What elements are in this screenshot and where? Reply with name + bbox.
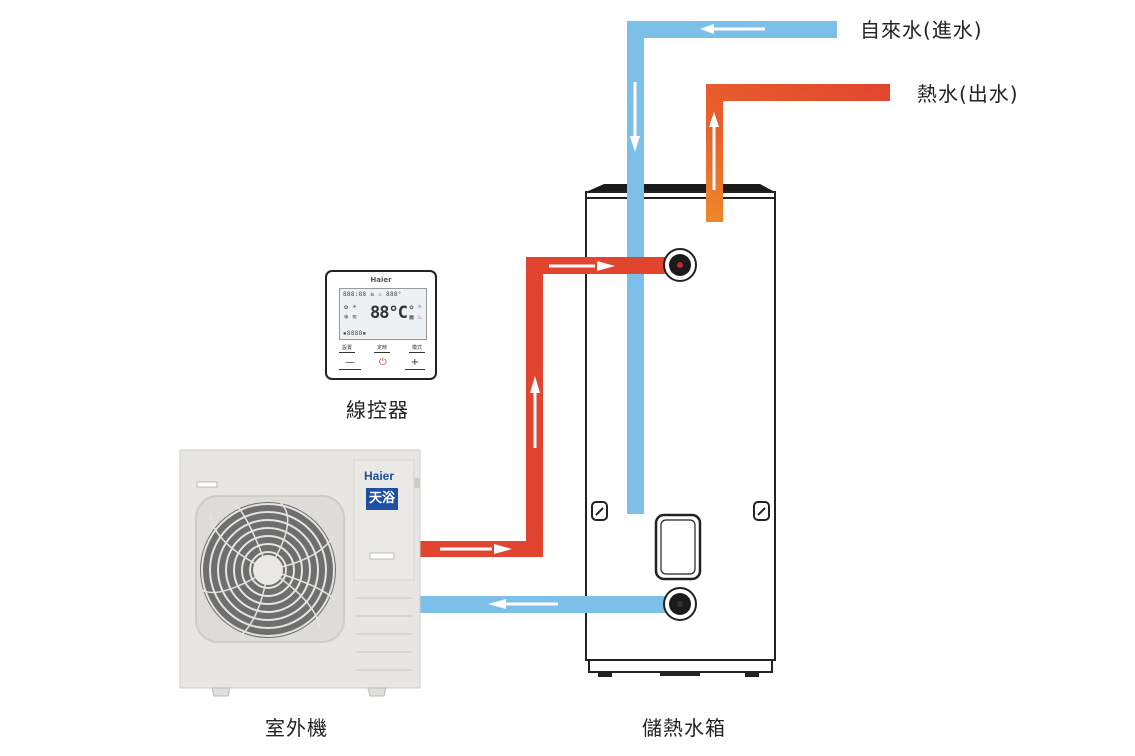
heat-pump-return-pipe [420, 596, 678, 613]
tank-inspection-panel-inner [660, 519, 696, 575]
lcd-mode-icon: ❄ ≋ [344, 313, 357, 321]
arrow-left-icon [488, 599, 506, 609]
tank-foot [598, 672, 612, 677]
fan-grille [201, 503, 335, 637]
arrow-right-icon [597, 261, 615, 271]
tank-handle-left-mark [595, 507, 604, 516]
label-tap-water-in: 自來水(進水) [860, 18, 983, 42]
outdoor-unit-branding: Haier 天浴 [357, 464, 407, 524]
louvers [356, 597, 412, 671]
timer-label: 定時 [373, 344, 390, 353]
tank-port-hot [663, 248, 697, 282]
power-icon[interactable]: ⏻ [378, 357, 387, 368]
lcd-temperature: 88°C [370, 303, 408, 323]
remote-buttons: — ⏻ + [339, 357, 425, 370]
tank-inspection-panel [654, 513, 702, 581]
fan-hub [253, 555, 283, 585]
side-tab [414, 478, 420, 488]
haier-logo: Haier [364, 469, 395, 483]
lcd-top-row: 888:88 ≡ ♨ 888° [343, 291, 402, 298]
arrow-down-icon [630, 136, 640, 152]
tank-base [588, 659, 773, 673]
settings-label: 設置 [339, 344, 356, 353]
arrow-right-icon [494, 544, 512, 554]
label-hot-water-out: 熱水(出水) [917, 82, 1019, 106]
remote-button-labels: 設置 定時 模式 [339, 344, 425, 353]
remote-brand: Haier [370, 276, 392, 284]
tank-foot [745, 672, 759, 677]
arrow-up-icon [709, 112, 719, 127]
heat-pump-supply-pipe [420, 257, 676, 557]
control-panel [353, 459, 415, 581]
plus-button[interactable]: + [404, 357, 425, 370]
lcd-status-icon: ✿ ☼ [409, 303, 422, 311]
minus-button[interactable]: — [339, 357, 361, 370]
tank-port-return [663, 587, 697, 621]
outdoor-unit [179, 449, 421, 697]
arrow-up-icon [530, 376, 540, 393]
wired-controller: Haier 888:88 ≡ ♨ 888° ✿ ☀ ❄ ≋ 88°C ✿ ☼ ▦… [325, 270, 437, 380]
label-storage-tank: 儲熱水箱 [642, 716, 726, 740]
hot-outlet-pipe [706, 84, 890, 222]
unit-foot-left [211, 687, 231, 697]
tank-handle-right-mark [757, 507, 766, 516]
tank-top-cap [586, 184, 775, 192]
product-badge: 天浴 [366, 488, 398, 510]
mode-label: 模式 [408, 344, 425, 353]
arrow-left-icon [700, 24, 714, 34]
lcd-mode-icon: ✿ ☀ [344, 303, 357, 311]
label-wired-controller: 線控器 [346, 398, 409, 422]
lcd-bottom-row: ▪8888▪ [343, 330, 367, 337]
label-plate [196, 481, 218, 488]
panel-vent [369, 552, 395, 560]
lcd-status-icon: ▦ ♨ [409, 313, 422, 321]
hot-water-outlet-pipe [706, 84, 890, 222]
remote-lcd: 888:88 ≡ ♨ 888° ✿ ☀ ❄ ≋ 88°C ✿ ☼ ▦ ♨ ▪88… [339, 288, 427, 340]
unit-foot-right [367, 687, 387, 697]
tank-foot [660, 672, 700, 676]
label-outdoor-unit: 室外機 [265, 716, 328, 740]
